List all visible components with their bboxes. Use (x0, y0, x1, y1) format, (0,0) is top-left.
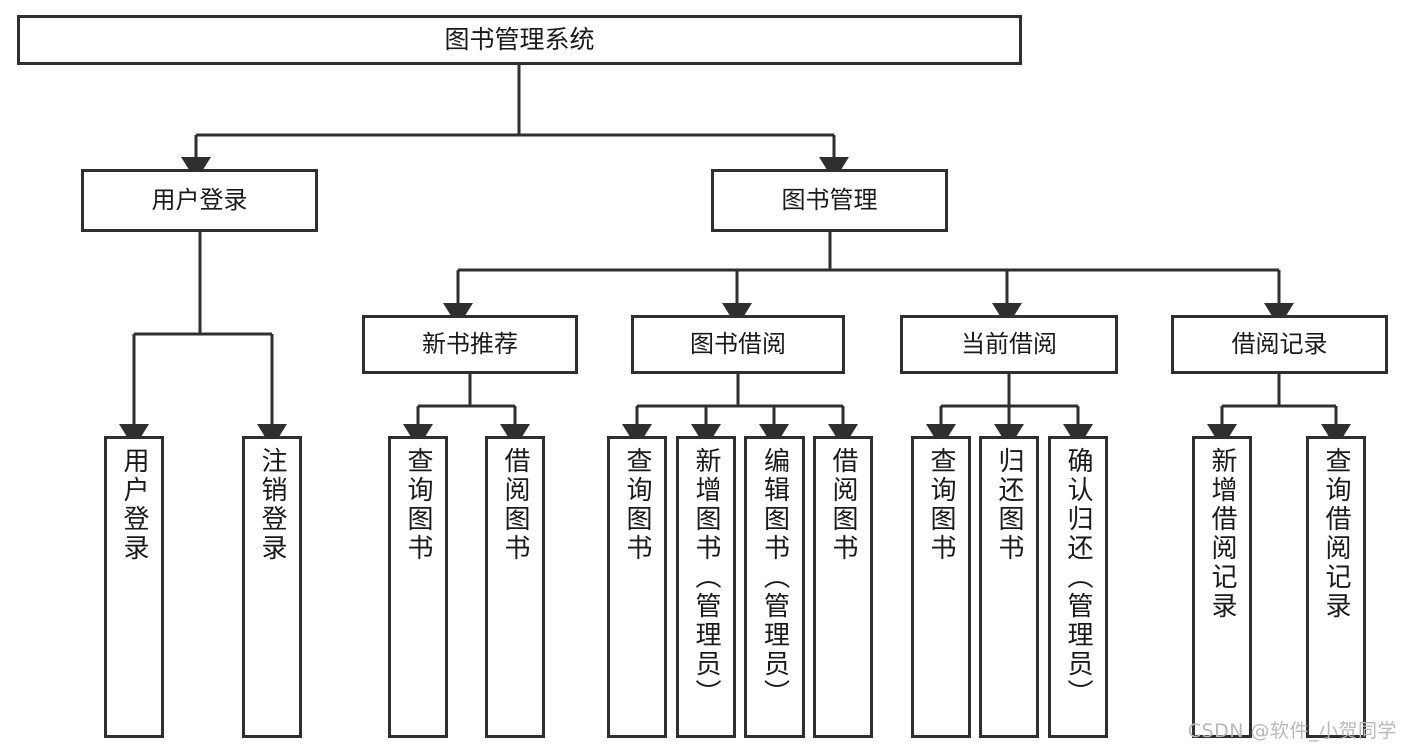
node-user-login-label: 用户登录 (151, 186, 248, 215)
node-user-login[interactable]: 用户登录 (81, 169, 318, 232)
node-borrow-record[interactable]: 借阅记录 (1171, 315, 1388, 374)
csdn-watermark: CSDN @软件_小贺同学 (1187, 720, 1397, 742)
node-new-book-recommend[interactable]: 新书推荐 (362, 315, 578, 374)
node-current-borrow[interactable]: 当前借阅 (900, 315, 1118, 374)
node-book-borrow-label: 图书借阅 (690, 330, 786, 359)
leaf-new-book-0-label: 查询图书 (403, 447, 433, 563)
leaf-borrow-record-0[interactable]: 新增借阅记录 (1192, 436, 1252, 738)
node-book-manage[interactable]: 图书管理 (711, 169, 948, 232)
node-borrow-record-label: 借阅记录 (1231, 330, 1328, 359)
leaf-new-book-1[interactable]: 借阅图书 (485, 436, 545, 738)
leaf-book-borrow-1-label: 新增图书（管理员） (691, 447, 721, 708)
leaf-current-borrow-2-label: 确认归还（管理员） (1063, 447, 1093, 708)
leaf-new-book-1-label: 借阅图书 (500, 447, 530, 563)
leaf-user-login-0-label: 用户登录 (119, 447, 149, 563)
node-root-label: 图书管理系统 (444, 25, 595, 54)
leaf-current-borrow-1-label: 归还图书 (994, 447, 1024, 563)
leaf-current-borrow-0-label: 查询图书 (926, 447, 956, 563)
leaf-current-borrow-0[interactable]: 查询图书 (911, 436, 971, 738)
leaf-user-login-0[interactable]: 用户登录 (104, 436, 164, 738)
leaf-book-borrow-2[interactable]: 编辑图书（管理员） (744, 436, 805, 738)
leaf-current-borrow-1[interactable]: 归还图书 (979, 436, 1039, 738)
leaf-borrow-record-0-label: 新增借阅记录 (1207, 447, 1237, 621)
leaf-user-login-1[interactable]: 注销登录 (242, 436, 302, 738)
leaf-user-login-1-label: 注销登录 (257, 447, 287, 563)
leaf-borrow-record-1-label: 查询借阅记录 (1321, 447, 1351, 621)
node-root[interactable]: 图书管理系统 (17, 15, 1022, 65)
leaf-borrow-record-1[interactable]: 查询借阅记录 (1306, 436, 1366, 738)
leaf-book-borrow-3[interactable]: 借阅图书 (813, 436, 873, 738)
leaf-current-borrow-2[interactable]: 确认归还（管理员） (1048, 436, 1108, 738)
node-book-manage-label: 图书管理 (781, 186, 878, 215)
leaf-book-borrow-0-label: 查询图书 (622, 447, 652, 563)
leaf-book-borrow-0[interactable]: 查询图书 (607, 436, 667, 738)
leaf-book-borrow-1[interactable]: 新增图书（管理员） (676, 436, 736, 738)
leaf-book-borrow-3-label: 借阅图书 (828, 447, 858, 563)
leaf-book-borrow-2-label: 编辑图书（管理员） (759, 447, 790, 708)
node-book-borrow[interactable]: 图书借阅 (631, 315, 845, 374)
node-new-book-recommend-label: 新书推荐 (422, 330, 518, 359)
node-current-borrow-label: 当前借阅 (961, 330, 1057, 359)
leaf-new-book-0[interactable]: 查询图书 (388, 436, 448, 738)
